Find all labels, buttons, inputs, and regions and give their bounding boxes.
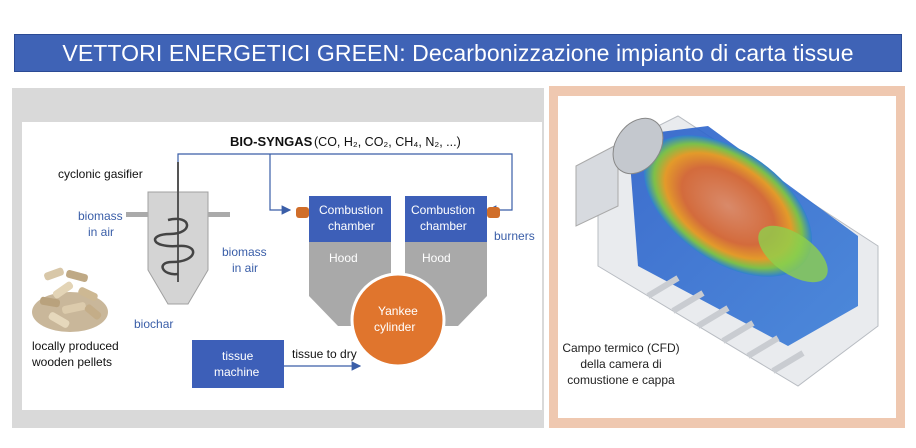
biomass-left-label: biomass	[78, 209, 123, 223]
biochar-label: biochar	[134, 317, 173, 331]
syngas-branch-left	[270, 154, 290, 210]
pellets-label-1: locally produced	[32, 339, 119, 353]
tissue-machine	[192, 340, 284, 388]
cfd-caption-2: della camera di	[556, 356, 686, 372]
yankee-label-2: cylinder	[374, 320, 415, 334]
syngas-label: BIO-SYNGAS	[230, 134, 313, 149]
gasifier-label: cyclonic gasifier	[58, 167, 143, 181]
biomass-right-label-2: in air	[232, 261, 258, 275]
title-bar: VETTORI ENERGETICI GREEN: Decarbonizzazi…	[14, 34, 902, 72]
burner-left	[296, 207, 309, 218]
tissue-to-dry-label: tissue to dry	[292, 347, 357, 361]
cfd-caption-1: Campo termico (CFD)	[556, 340, 686, 356]
process-diagram: BIO-SYNGAS (CO, H₂, CO₂, CH₄, N₂, ...) c…	[22, 122, 542, 410]
combustion-left-label-1: Combustion	[319, 203, 383, 217]
burner-right	[487, 207, 500, 218]
biomass-left-label-2: in air	[88, 225, 114, 239]
combustion-left-label-2: chamber	[328, 219, 375, 233]
combustion-right-label-2: chamber	[420, 219, 467, 233]
syngas-composition: (CO, H₂, CO₂, CH₄, N₂, ...)	[314, 135, 461, 149]
cfd-caption-3: comustione e cappa	[556, 372, 686, 388]
hood-right-label: Hood	[422, 251, 451, 265]
biomass-right-label: biomass	[222, 245, 267, 259]
page-title: VETTORI ENERGETICI GREEN: Decarbonizzazi…	[62, 40, 853, 67]
yankee-label-1: Yankee	[378, 304, 418, 318]
pellets-label-2: wooden pellets	[31, 355, 112, 369]
tissue-machine-label-2: machine	[214, 365, 260, 379]
burners-label: burners	[494, 229, 535, 243]
process-diagram-svg: BIO-SYNGAS (CO, H₂, CO₂, CH₄, N₂, ...) c…	[22, 122, 542, 410]
cfd-caption: Campo termico (CFD) della camera di comu…	[556, 340, 686, 388]
combustion-right-label-1: Combustion	[411, 203, 475, 217]
tissue-machine-label-1: tissue	[222, 349, 254, 363]
hood-left-label: Hood	[329, 251, 358, 265]
wood-pellets-image	[32, 267, 108, 332]
